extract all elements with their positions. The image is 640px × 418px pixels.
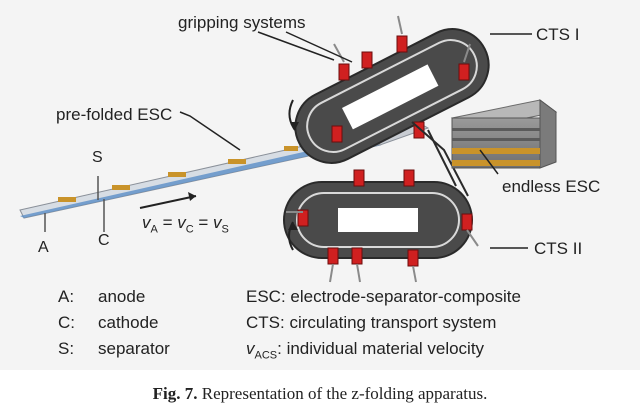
legend-text: anode: [98, 287, 146, 306]
legend-text: electrode-separator-composite: [290, 287, 521, 306]
rotation-arrow-cts1: [288, 99, 296, 131]
legend-key: CTS:: [246, 313, 285, 332]
legend-cts: CTS: circulating transport system: [246, 314, 496, 331]
figure-caption: Fig. 7. Representation of the z-folding …: [0, 384, 640, 404]
gripper: [461, 213, 473, 231]
velocity-arrowhead: [188, 192, 196, 201]
gripper: [413, 121, 425, 139]
legend-separator: S: separator: [58, 340, 170, 357]
cts-2: [283, 181, 473, 259]
gripper: [407, 249, 419, 267]
legend-key: S:: [58, 339, 75, 358]
velocity-symbol: v: [142, 213, 151, 232]
label-cts-1: CTS I: [536, 25, 580, 44]
gripper: [351, 247, 363, 265]
velocity-arrow: [139, 195, 197, 209]
velocity-symbol: v: [246, 339, 255, 358]
legend-text: circulating transport system: [289, 313, 497, 332]
folding-strand: [427, 129, 457, 187]
legend-key: ESC:: [246, 287, 286, 306]
leader-lines: [179, 31, 532, 249]
legend-anode: A: anode: [58, 288, 145, 305]
rotation-arrowhead-cts1: [290, 122, 299, 130]
legend-cathode: C: cathode: [58, 314, 159, 331]
legend-key: A:: [58, 287, 75, 306]
gripper: [297, 209, 309, 227]
legend-text: cathode: [98, 313, 159, 332]
gripper: [338, 63, 350, 81]
velocity-subscript: ACS: [254, 349, 278, 362]
label-separator: S: [92, 149, 103, 166]
z-folding-diagram: [19, 15, 558, 283]
velocity-symbol: v: [177, 213, 186, 232]
legend-velocity: vACS: individual material velocity: [246, 340, 484, 361]
velocity-sub-a: A: [150, 223, 158, 236]
gripper: [327, 247, 339, 265]
equals-sign: =: [193, 213, 214, 232]
gripper: [396, 35, 408, 53]
gripper-arms: [286, 15, 479, 283]
diagram-area: gripping systems CTS I pre-folded ESC en…: [0, 0, 640, 370]
label-prefolded-esc: pre-folded ESC: [56, 105, 173, 124]
legend-text: separator: [98, 339, 170, 358]
gripper: [403, 169, 415, 187]
label-cts-2: CTS II: [534, 239, 583, 258]
cathode-segment: [228, 159, 246, 164]
cathode-segment: [112, 185, 130, 190]
endless-esc-stack: [450, 99, 558, 169]
gripping-systems: [297, 35, 473, 267]
velocity-sub-c: C: [185, 223, 194, 236]
label-endless-esc: endless ESC: [502, 177, 601, 196]
gripper: [361, 51, 373, 69]
cathode-segment: [284, 146, 298, 151]
label-anode: A: [38, 239, 49, 256]
caption-text: Representation of the z-folding apparatu…: [201, 384, 488, 403]
cathode-segment: [58, 197, 76, 202]
rotation-arrowhead-cts2: [288, 222, 298, 230]
cts-1: [294, 28, 490, 164]
velocity-sub-s: S: [221, 223, 229, 236]
legend-text: : individual material velocity: [277, 339, 485, 358]
folding-strand: [411, 121, 469, 197]
velocity-equation: vA = vC = vS: [142, 214, 229, 235]
legend-esc: ESC: electrode-separator-composite: [246, 288, 521, 305]
gripper: [458, 63, 470, 81]
gripper: [353, 169, 365, 187]
label-gripping-systems: gripping systems: [178, 13, 306, 32]
gripper: [331, 125, 343, 143]
cathode-segment: [168, 172, 186, 177]
legend-key: C:: [58, 313, 75, 332]
caption-label: Fig. 7.: [152, 384, 198, 403]
velocity-symbol: v: [213, 213, 222, 232]
label-cathode: C: [98, 232, 110, 249]
equals-sign: =: [157, 213, 178, 232]
